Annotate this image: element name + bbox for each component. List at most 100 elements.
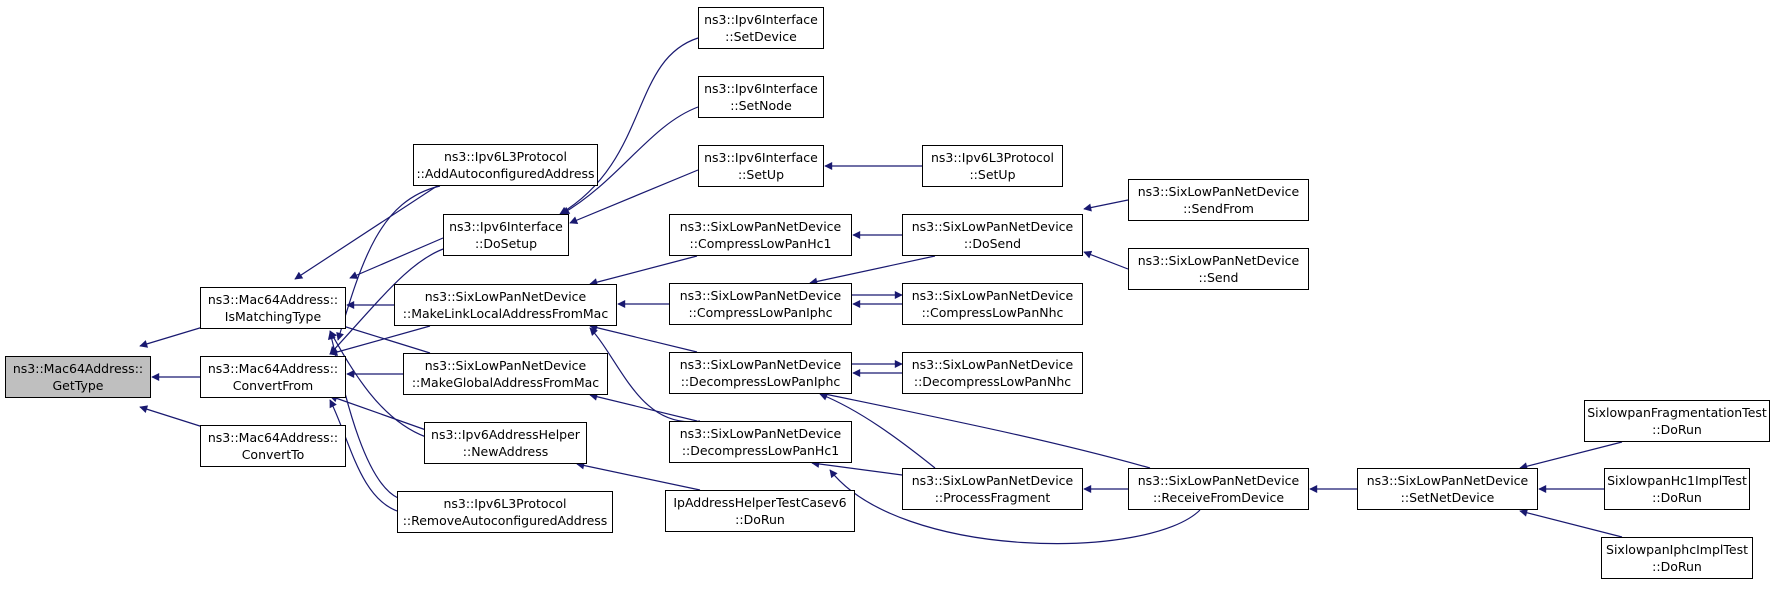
node-decompressIphc-line2: ::DecompressLowPanIphc — [680, 374, 841, 389]
node-send-line2: ::Send — [1198, 270, 1239, 285]
node-doSend-line2: ::DoSend — [963, 236, 1022, 251]
node-ifDoSetup-line2: ::DoSetup — [474, 236, 538, 251]
node-doSend[interactable]: ns3::SixLowPanNetDevice ::DoSend — [902, 214, 1083, 256]
edge-iphcTest-setNetDevice — [1519, 508, 1623, 538]
node-compressHc1[interactable]: ns3::SixLowPanNetDevice ::CompressLowPan… — [669, 214, 852, 256]
node-hc1Test-line1: SixlowpanHc1ImplTest — [1607, 473, 1747, 488]
node-send[interactable]: ns3::SixLowPanNetDevice ::Send — [1128, 248, 1309, 290]
node-isMatchingType-line2: IsMatchingType — [224, 309, 322, 324]
edge-ifSetDevice-ifDoSetup — [559, 37, 699, 215]
node-compressIphc[interactable]: ns3::SixLowPanNetDevice ::CompressLowPan… — [669, 283, 852, 325]
edge-sendFrom-doSend — [1083, 199, 1129, 212]
edge-decompressHc1-makeGlobal — [589, 392, 698, 422]
node-ifSetDevice[interactable]: ns3::Ipv6Interface ::SetDevice — [698, 7, 824, 49]
node-setNetDevice-line2: ::SetNetDevice — [1400, 490, 1495, 505]
edge-addAutoconfigured-convertFrom — [336, 185, 441, 341]
node-fragTest-line1: SixlowpanFragmentationTest — [1587, 405, 1767, 420]
edge-convertTo-getType — [139, 405, 204, 428]
node-send-line1: ns3::SixLowPanNetDevice — [1137, 253, 1300, 268]
node-convertTo-line2: ConvertTo — [241, 447, 305, 462]
edge-ifSetNode-ifDoSetup — [561, 106, 699, 215]
node-receiveFromDevice[interactable]: ns3::SixLowPanNetDevice ::ReceiveFromDev… — [1128, 468, 1309, 510]
node-convertFrom-line2: ConvertFrom — [232, 378, 314, 393]
node-compressIphc-line2: ::CompressLowPanIphc — [688, 305, 833, 320]
node-hc1Test[interactable]: SixlowpanHc1ImplTest ::DoRun — [1604, 468, 1750, 510]
node-addAutoconfigured-line1: ns3::Ipv6L3Protocol — [443, 149, 568, 164]
node-decompressHc1[interactable]: ns3::SixLowPanNetDevice ::DecompressLowP… — [669, 421, 852, 463]
node-sendFrom-line1: ns3::SixLowPanNetDevice — [1137, 184, 1300, 199]
node-iphcTest[interactable]: SixlowpanIphcImplTest ::DoRun — [1601, 537, 1753, 579]
node-hc1Test-line2: ::DoRun — [1652, 490, 1702, 505]
node-decompressNhc-line2: ::DecompressLowPanNhc — [913, 374, 1072, 389]
node-decompressHc1-line1: ns3::SixLowPanNetDevice — [679, 426, 842, 441]
edge-processFragment-decompressHc1 — [811, 459, 903, 476]
node-removeAutoconfigured-line1: ns3::Ipv6L3Protocol — [443, 496, 567, 511]
node-ifDoSetup-line1: ns3::Ipv6Interface — [449, 219, 563, 234]
node-ifSetDevice-line2: ::SetDevice — [725, 29, 797, 44]
node-fragTest-line2: ::DoRun — [1652, 422, 1702, 437]
node-ifSetUp-line2: ::SetUp — [737, 167, 785, 182]
node-compressHc1-line2: ::CompressLowPanHc1 — [689, 236, 832, 251]
node-ifDoSetup[interactable]: ns3::Ipv6Interface ::DoSetup — [443, 214, 569, 256]
edge-compressHc1-makeLinkLocal — [589, 255, 698, 287]
node-makeLinkLocal[interactable]: ns3::SixLowPanNetDevice ::MakeLinkLocalA… — [394, 284, 617, 326]
node-l3SetUp[interactable]: ns3::Ipv6L3Protocol ::SetUp — [922, 145, 1063, 187]
node-removeAutoconfigured-line2: ::RemoveAutoconfiguredAddress — [402, 513, 608, 528]
edge-ipAddrHelperTest-newAddress — [576, 461, 701, 491]
node-getType[interactable]: ns3::Mac64Address:: GetType — [5, 356, 151, 398]
node-fragTest[interactable]: SixlowpanFragmentationTest ::DoRun — [1584, 400, 1770, 442]
node-isMatchingType[interactable]: ns3::Mac64Address:: IsMatchingType — [200, 287, 346, 329]
node-ifSetNode-line1: ns3::Ipv6Interface — [704, 81, 818, 96]
node-compressNhc-line2: ::CompressLowPanNhc — [921, 305, 1064, 320]
node-processFragment[interactable]: ns3::SixLowPanNetDevice ::ProcessFragmen… — [902, 468, 1083, 510]
node-processFragment-line2: ::ProcessFragment — [934, 490, 1051, 505]
node-receiveFromDevice-line1: ns3::SixLowPanNetDevice — [1137, 473, 1300, 488]
edge-decompressHc1-makeLinkLocal — [589, 327, 701, 423]
node-compressNhc[interactable]: ns3::SixLowPanNetDevice ::CompressLowPan… — [902, 283, 1083, 325]
node-setNetDevice[interactable]: ns3::SixLowPanNetDevice ::SetNetDevice — [1357, 468, 1538, 510]
node-sendFrom[interactable]: ns3::SixLowPanNetDevice ::SendFrom — [1128, 179, 1309, 221]
edge-addAutoconfigured-isMatchingType — [294, 185, 438, 280]
node-iphcTest-line2: ::DoRun — [1652, 559, 1702, 574]
edge-receiveFromDevice-decompressHc1 — [829, 469, 1201, 545]
node-ifSetUp[interactable]: ns3::Ipv6Interface ::SetUp — [698, 145, 824, 187]
node-decompressNhc[interactable]: ns3::SixLowPanNetDevice ::DecompressLowP… — [902, 352, 1083, 394]
node-doSend-line1: ns3::SixLowPanNetDevice — [911, 219, 1074, 234]
node-ipAddrHelperTest-line1: IpAddressHelperTestCasev6 — [673, 495, 847, 510]
edge-isMatchingType-getType — [139, 326, 204, 348]
node-removeAutoconfigured[interactable]: ns3::Ipv6L3Protocol ::RemoveAutoconfigur… — [397, 491, 613, 533]
node-addAutoconfigured-line2: ::AddAutoconfiguredAddress — [416, 166, 595, 181]
node-ifSetNode[interactable]: ns3::Ipv6Interface ::SetNode — [698, 76, 824, 118]
node-receiveFromDevice-line2: ::ReceiveFromDevice — [1152, 490, 1285, 505]
node-ifSetUp-line1: ns3::Ipv6Interface — [704, 150, 818, 165]
edge-doSend-compressIphc — [809, 255, 936, 286]
node-l3SetUp-line1: ns3::Ipv6L3Protocol — [930, 150, 1055, 165]
node-addAutoconfigured[interactable]: ns3::Ipv6L3Protocol ::AddAutoconfiguredA… — [413, 144, 598, 186]
node-ipAddrHelperTest[interactable]: IpAddressHelperTestCasev6 ::DoRun — [665, 490, 855, 532]
node-decompressHc1-line2: ::DecompressLowPanHc1 — [681, 443, 840, 458]
node-convertFrom[interactable]: ns3::Mac64Address:: ConvertFrom — [200, 356, 346, 398]
node-iphcTest-line1: SixlowpanIphcImplTest — [1606, 542, 1748, 557]
node-sendFrom-line2: ::SendFrom — [1183, 201, 1254, 216]
edge-ifSetUp-ifDoSetup — [569, 169, 699, 224]
node-setNetDevice-line1: ns3::SixLowPanNetDevice — [1366, 473, 1529, 488]
node-decompressIphc[interactable]: ns3::SixLowPanNetDevice ::DecompressLowP… — [669, 352, 852, 394]
node-convertTo[interactable]: ns3::Mac64Address:: ConvertTo — [200, 425, 346, 467]
node-newAddress[interactable]: ns3::Ipv6AddressHelper ::NewAddress — [424, 422, 587, 464]
node-getType-line1: ns3::Mac64Address:: — [12, 361, 144, 376]
edge-makeGlobal-isMatchingType — [329, 320, 431, 354]
node-makeLinkLocal-line2: ::MakeLinkLocalAddressFromMac — [402, 306, 609, 321]
node-newAddress-line1: ns3::Ipv6AddressHelper — [431, 427, 580, 442]
node-convertFrom-line1: ns3::Mac64Address:: — [207, 361, 339, 376]
node-makeGlobal[interactable]: ns3::SixLowPanNetDevice ::MakeGlobalAddr… — [403, 353, 608, 395]
edge-processFragment-decompressIphc — [819, 392, 936, 469]
node-getType-line2: GetType — [52, 378, 104, 393]
edge-receiveFromDevice-decompressIphc — [819, 390, 1151, 469]
node-makeLinkLocal-line1: ns3::SixLowPanNetDevice — [424, 289, 587, 304]
node-convertTo-line1: ns3::Mac64Address:: — [207, 430, 339, 445]
node-l3SetUp-line2: ::SetUp — [969, 167, 1016, 182]
node-makeGlobal-line1: ns3::SixLowPanNetDevice — [424, 358, 587, 373]
edge-decompressIphc-makeLinkLocal — [589, 323, 698, 353]
